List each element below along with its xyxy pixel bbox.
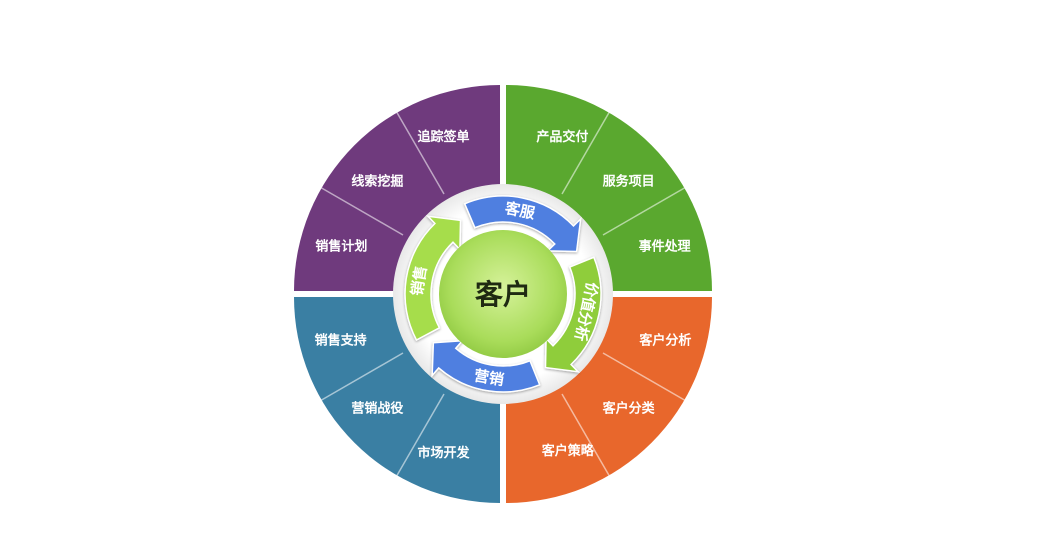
cycle-arrow-label-marketing: 营销	[473, 366, 506, 389]
divider-sales-2	[396, 112, 445, 195]
quadrant-item-marketing-2: 营销战役	[351, 400, 403, 416]
cycle-arrow-service	[463, 195, 582, 253]
quadrant-item-value-3: 客户策略	[542, 443, 595, 459]
divider-service-1	[561, 112, 610, 195]
divider-sales-1	[321, 187, 404, 236]
divider-marketing-2	[321, 352, 404, 401]
quadrant-item-service-3: 事件处理	[639, 239, 691, 255]
center-label: 客户	[475, 278, 531, 311]
cycle-arrow-value	[544, 256, 602, 373]
divider-service-2	[602, 187, 685, 236]
quadrant-item-sales-2: 线索挖掘	[351, 174, 403, 190]
quadrant-item-sales-3: 追踪签单	[418, 129, 470, 145]
divider-value-2	[561, 393, 610, 476]
cycle-arrow-sales	[404, 215, 462, 342]
cycle-arrow-marketing	[431, 339, 541, 393]
quadrant-item-service-2: 服务项目	[603, 174, 655, 190]
quadrant-item-sales-1: 销售计划	[315, 239, 367, 255]
quadrant-item-value-1: 客户分析	[639, 333, 691, 349]
center-disc	[439, 230, 567, 358]
quadrant-item-marketing-3: 市场开发	[418, 445, 471, 461]
divider-marketing-1	[396, 393, 445, 476]
divider-value-1	[602, 352, 685, 401]
cycle-arrow-label-sales: 销售	[408, 264, 430, 296]
quadrant-item-marketing-1: 销售支持	[315, 333, 367, 349]
quadrant-item-value-2: 客户分类	[603, 400, 656, 416]
quadrant-item-service-1: 产品交付	[536, 129, 588, 145]
